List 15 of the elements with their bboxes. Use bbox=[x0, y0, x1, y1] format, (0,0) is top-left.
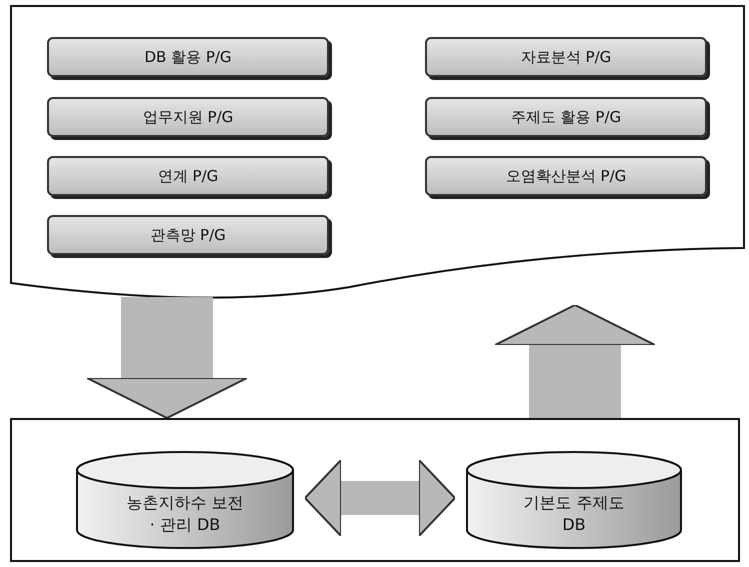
block-arrow bbox=[304, 459, 456, 537]
program-box: DB 활용 P/G bbox=[47, 37, 329, 77]
program-box: 업무지원 P/G bbox=[47, 97, 329, 137]
program-box: 연계 P/G bbox=[47, 156, 329, 196]
database-cylinder bbox=[75, 450, 295, 550]
database-label: 기본도 주제도 DB bbox=[522, 492, 626, 536]
block-arrow bbox=[86, 297, 248, 419]
program-box: 관측망 P/G bbox=[47, 215, 329, 255]
program-box: 오염확산분석 P/G bbox=[425, 156, 707, 196]
database-label: 농촌지하수 보전 · 관리 DB bbox=[125, 492, 245, 536]
block-arrow bbox=[494, 304, 656, 418]
database-panel bbox=[10, 418, 740, 562]
program-box: 자료분석 P/G bbox=[425, 37, 707, 77]
program-box: 주제도 활용 P/G bbox=[425, 97, 707, 137]
database-cylinder bbox=[465, 450, 683, 550]
